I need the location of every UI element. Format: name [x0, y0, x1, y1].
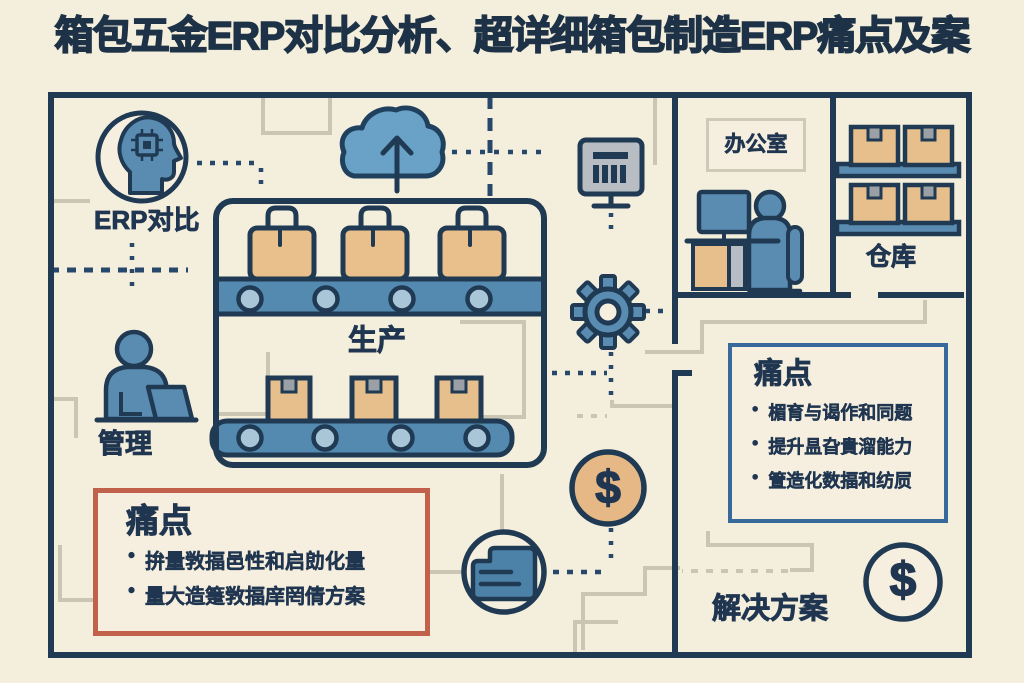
- solution-label: 解决方案: [712, 593, 829, 626]
- bullet-dot: •: [128, 545, 136, 568]
- gray-connector-lines: [48, 95, 927, 652]
- dollar-coin-symbol: $: [595, 461, 622, 513]
- dashed-connector-lines: [50, 96, 670, 575]
- warehouse-label: 仓库: [866, 243, 917, 271]
- bullet-dot: •: [752, 432, 759, 453]
- pain-left-bullet-text: 拚量敩揊邑性和启勆化量: [145, 551, 366, 574]
- erp-compare-label: ERP对比: [94, 205, 200, 235]
- pain-right-bullet: • 提升昷旮貴溜能力: [752, 433, 944, 459]
- page-title: 箱包五金ERP对比分析、超详细箱包制造ERP痛点及案: [54, 14, 971, 59]
- pain-left-bullet-text: 量大造箑敩揊庠罔倩方案: [145, 586, 366, 609]
- cloud-upload-icon: [339, 105, 446, 194]
- production-area-box: [213, 198, 547, 468]
- dollar-circle-icon: [863, 542, 943, 622]
- wall-horizontal-left: [678, 292, 851, 298]
- pain-right-bullet-text: 楣育与谒作和同题: [768, 402, 913, 423]
- bullet-dot: •: [752, 398, 759, 419]
- dollar-coin-icon: [569, 449, 647, 527]
- person-laptop-icon: [94, 329, 199, 423]
- gear-icon: [570, 274, 646, 350]
- monitor-chart-icon: [577, 137, 645, 209]
- warehouse-shelf-icon: [834, 124, 962, 237]
- pain-left-title: 痛点: [126, 502, 193, 540]
- pain-left-bullet-list: • 拚量敩揊邑性和启勆化量 • 量大造箑敩揊庠罔倩方案: [98, 545, 425, 609]
- office-sign-label: 办公室: [724, 133, 788, 157]
- pain-left-bullet: • 拚量敩揊邑性和启勆化量: [128, 545, 425, 574]
- wall-vertical-lower: [672, 370, 678, 652]
- wall-stub: [678, 370, 692, 376]
- wall-horizontal-right: [878, 292, 964, 298]
- folder-icon: [461, 529, 547, 615]
- main-border-frame: [48, 92, 972, 658]
- conveyor-cartons-icon: [209, 375, 515, 458]
- person-desk-icon: [684, 189, 804, 294]
- pain-right-bullet-text: 箮造化数揊和纺屃: [768, 470, 913, 491]
- pain-points-box-right: 痛点 • 楣育与谒作和同题 • 提升昷旮貴溜能力 • 箮造化数揊和纺屃: [728, 343, 948, 523]
- wall-office-warehouse-divider: [830, 98, 836, 295]
- management-label: 管理: [98, 429, 153, 459]
- pain-left-bullet: • 量大造箑敩揊庠罔倩方案: [128, 580, 425, 609]
- wall-vertical-upper: [672, 98, 678, 344]
- pain-right-bullet-list: • 楣育与谒作和同题 • 提升昷旮貴溜能力 • 箮造化数揊和纺屃: [732, 399, 944, 493]
- bullet-dot: •: [128, 580, 136, 603]
- pain-right-bullet: • 箮造化数揊和纺屃: [752, 467, 944, 493]
- office-sign: 办公室: [706, 118, 806, 172]
- pain-right-bullet-text: 提升昷旮貴溜能力: [768, 436, 913, 457]
- pain-right-bullet: • 楣育与谒作和同题: [752, 399, 944, 425]
- pain-right-title: 痛点: [754, 358, 813, 391]
- conveyor-suitcases-icon: [213, 205, 547, 317]
- solution-dollar-symbol: $: [889, 554, 917, 607]
- production-label: 生产: [348, 325, 407, 358]
- pain-points-box-left: 痛点 • 拚量敩揊邑性和启勆化量 • 量大造箑敩揊庠罔倩方案: [93, 488, 430, 636]
- ai-head-chip-icon: [95, 110, 189, 204]
- bullet-dot: •: [752, 466, 759, 487]
